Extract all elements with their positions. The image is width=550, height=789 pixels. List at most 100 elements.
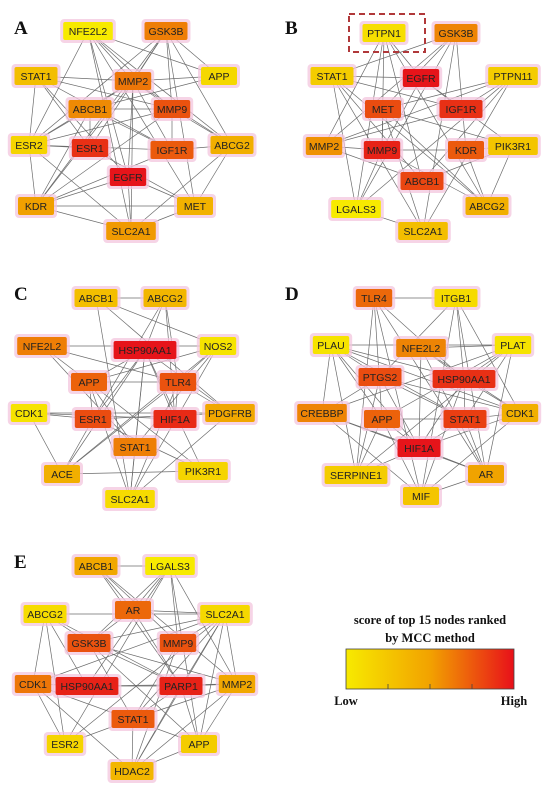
node-box: [312, 336, 350, 354]
node-box: [159, 677, 203, 695]
node-label: STAT1: [119, 442, 150, 454]
node-label: NOS2: [204, 341, 233, 353]
node-box: [150, 141, 194, 159]
node-hdac2: HDAC2: [107, 759, 157, 783]
node-label: GSK3B: [438, 28, 473, 40]
node-abcg2: ABCG2: [20, 602, 70, 626]
node-label: HSP90AA1: [437, 374, 490, 386]
node-label: GSK3B: [148, 26, 183, 38]
node-igf1r: IGF1R: [436, 97, 486, 121]
node-stat1: STAT1: [110, 435, 160, 459]
node-label: ESR1: [76, 143, 104, 155]
node-box: [115, 601, 151, 619]
node-box: [159, 634, 197, 652]
node-box: [181, 735, 217, 753]
node-label: HSP90AA1: [118, 345, 171, 357]
node-label: IGF1R: [446, 104, 477, 116]
node-box: [362, 24, 406, 42]
node-egfr: EGFR: [106, 165, 150, 189]
node-box: [144, 22, 188, 40]
node-app: APP: [178, 732, 220, 756]
node-mmp2: MMP2: [215, 672, 259, 696]
node-met: MET: [362, 97, 404, 121]
edge: [373, 297, 422, 497]
edge: [355, 75, 514, 210]
node-box: [18, 197, 54, 215]
node-box: [67, 634, 111, 652]
node-box: [363, 141, 401, 159]
node-box: [305, 137, 343, 155]
edge: [87, 30, 196, 207]
legend-title-line1: score of top 15 nodes ranked: [354, 613, 506, 627]
node-box: [71, 139, 109, 157]
node-abcb1: ABCB1: [65, 97, 115, 121]
node-stat1: STAT1: [440, 407, 490, 431]
node-abcb1: ABCB1: [397, 169, 447, 193]
edge: [330, 344, 521, 414]
node-label: ESR2: [15, 140, 43, 152]
node-label: HIF1A: [160, 414, 190, 426]
node-label: ESR1: [79, 414, 107, 426]
node-abcg2: ABCG2: [462, 194, 512, 218]
edge: [169, 565, 179, 644]
node-cdk1: CDK1: [498, 401, 542, 425]
node-label: PLAU: [317, 340, 344, 352]
edge: [35, 108, 91, 207]
node-mmp9: MMP9: [150, 97, 194, 121]
node-nfe2l2: NFE2L2: [60, 19, 116, 43]
node-box: [109, 168, 147, 186]
node-box: [10, 136, 48, 154]
node-label: MMP2: [222, 679, 252, 691]
node-label: HSP90AA1: [60, 681, 113, 693]
node-lgals3: LGALS3: [328, 197, 384, 221]
node-app: APP: [361, 407, 403, 431]
node-box: [488, 137, 538, 155]
node-label: CDK1: [19, 679, 47, 691]
node-slc2a1: SLC2A1: [103, 219, 159, 243]
edge: [132, 613, 226, 720]
node-abcb1: ABCB1: [71, 554, 121, 578]
node-ar: AR: [465, 462, 507, 486]
node-label: SLC2A1: [111, 226, 150, 238]
node-nfe2l2: NFE2L2: [14, 334, 70, 358]
node-label: MET: [184, 201, 207, 213]
node-label: APP: [78, 377, 99, 389]
panel-label: D: [285, 284, 299, 305]
node-box: [494, 336, 532, 354]
node-tlr4: TLR4: [156, 370, 200, 394]
node-serpine1: SERPINE1: [321, 463, 391, 487]
node-igf1r: IGF1R: [147, 138, 197, 162]
node-gsk3b: GSK3B: [141, 19, 191, 43]
node-ace: ACE: [41, 462, 83, 486]
node-box: [74, 289, 118, 307]
edge: [455, 297, 521, 414]
node-box: [23, 605, 67, 623]
node-label: PDGFRB: [208, 408, 252, 420]
node-label: ITGB1: [441, 293, 472, 305]
edge: [321, 412, 422, 497]
node-ptpn11: PTPN11: [485, 64, 541, 88]
node-box: [210, 136, 254, 154]
node-ptpn1: PTPN1: [359, 21, 409, 45]
edge: [420, 297, 457, 497]
node-label: APP: [208, 71, 229, 83]
node-box: [200, 605, 250, 623]
node-box: [111, 710, 155, 728]
node-label: NFE2L2: [69, 26, 108, 38]
edge: [323, 32, 457, 147]
node-label: SERPINE1: [330, 470, 382, 482]
node-box: [355, 289, 393, 307]
edge: [95, 297, 131, 500]
node-label: ABCB1: [79, 293, 114, 305]
node-label: PTGS2: [363, 372, 398, 384]
node-label: SLC2A1: [110, 494, 149, 506]
edge: [87, 30, 132, 232]
node-box: [143, 289, 187, 307]
node-box: [439, 100, 483, 118]
panel-label: B: [285, 18, 298, 39]
node-box: [331, 200, 381, 218]
node-box: [448, 141, 484, 159]
